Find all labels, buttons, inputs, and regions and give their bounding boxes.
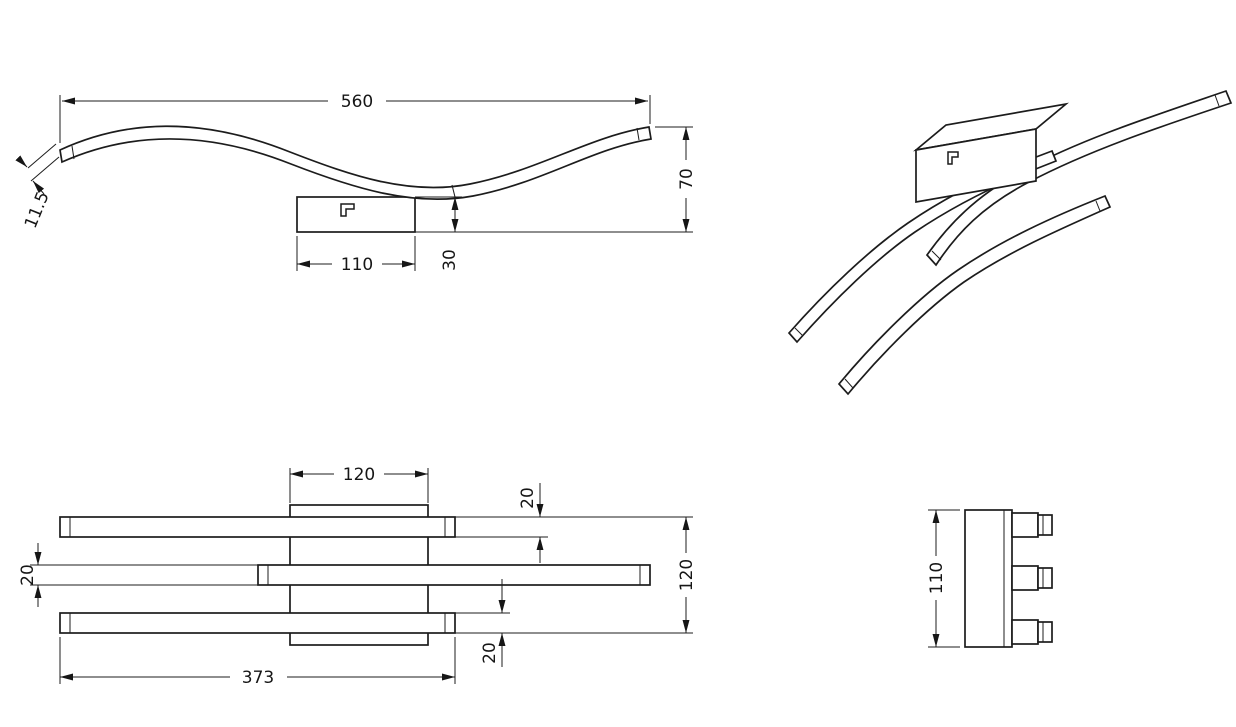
mount-clip-icon [947,151,959,165]
dim-overall-width: 560 [341,92,373,112]
end-view: 110 [927,509,1053,648]
plan-extension-lines [30,468,693,684]
dim-profile-thickness: 11.5 [21,189,54,232]
plan-bottom-bar [59,612,456,634]
dim-canopy-height: 30 [440,249,460,271]
dim-end-canopy-depth: 110 [927,562,947,594]
side-extension-lines [27,95,693,271]
dim-canopy-width: 110 [341,255,373,275]
perspective-view [787,89,1233,396]
mount-clip-icon [340,203,355,217]
plan-dimension-lines [34,470,690,681]
perspective-canopy [913,102,1069,204]
dim-plan-canopy-width: 120 [343,465,375,485]
dim-overall-height: 70 [677,168,697,190]
dim-overall-depth: 120 [677,559,697,591]
wave-bar-end-caps [71,127,640,198]
end-bar-stubs [1011,512,1053,645]
plan-bar-end-caps [69,517,641,633]
end-canopy-plate [964,509,1013,648]
plan-top-bar [59,516,456,538]
dim-bottom-bar-width: 20 [480,642,500,664]
wave-bar-profile [59,125,652,201]
perspective-middle-bar [925,89,1233,267]
plan-middle-bar [257,564,651,586]
perspective-front-bar [837,194,1112,396]
side-canopy [296,196,416,233]
dim-top-bar-width: 20 [518,487,538,509]
side-dimension-lines [15,97,690,268]
dim-middle-bar-width: 20 [18,564,38,586]
side-view: 560 70 110 30 11.5 [15,92,697,275]
perspective-bar-end-caps [794,94,1220,389]
dim-bar-length: 373 [242,668,274,688]
plan-view: 120 20 120 20 373 20 [18,465,697,688]
